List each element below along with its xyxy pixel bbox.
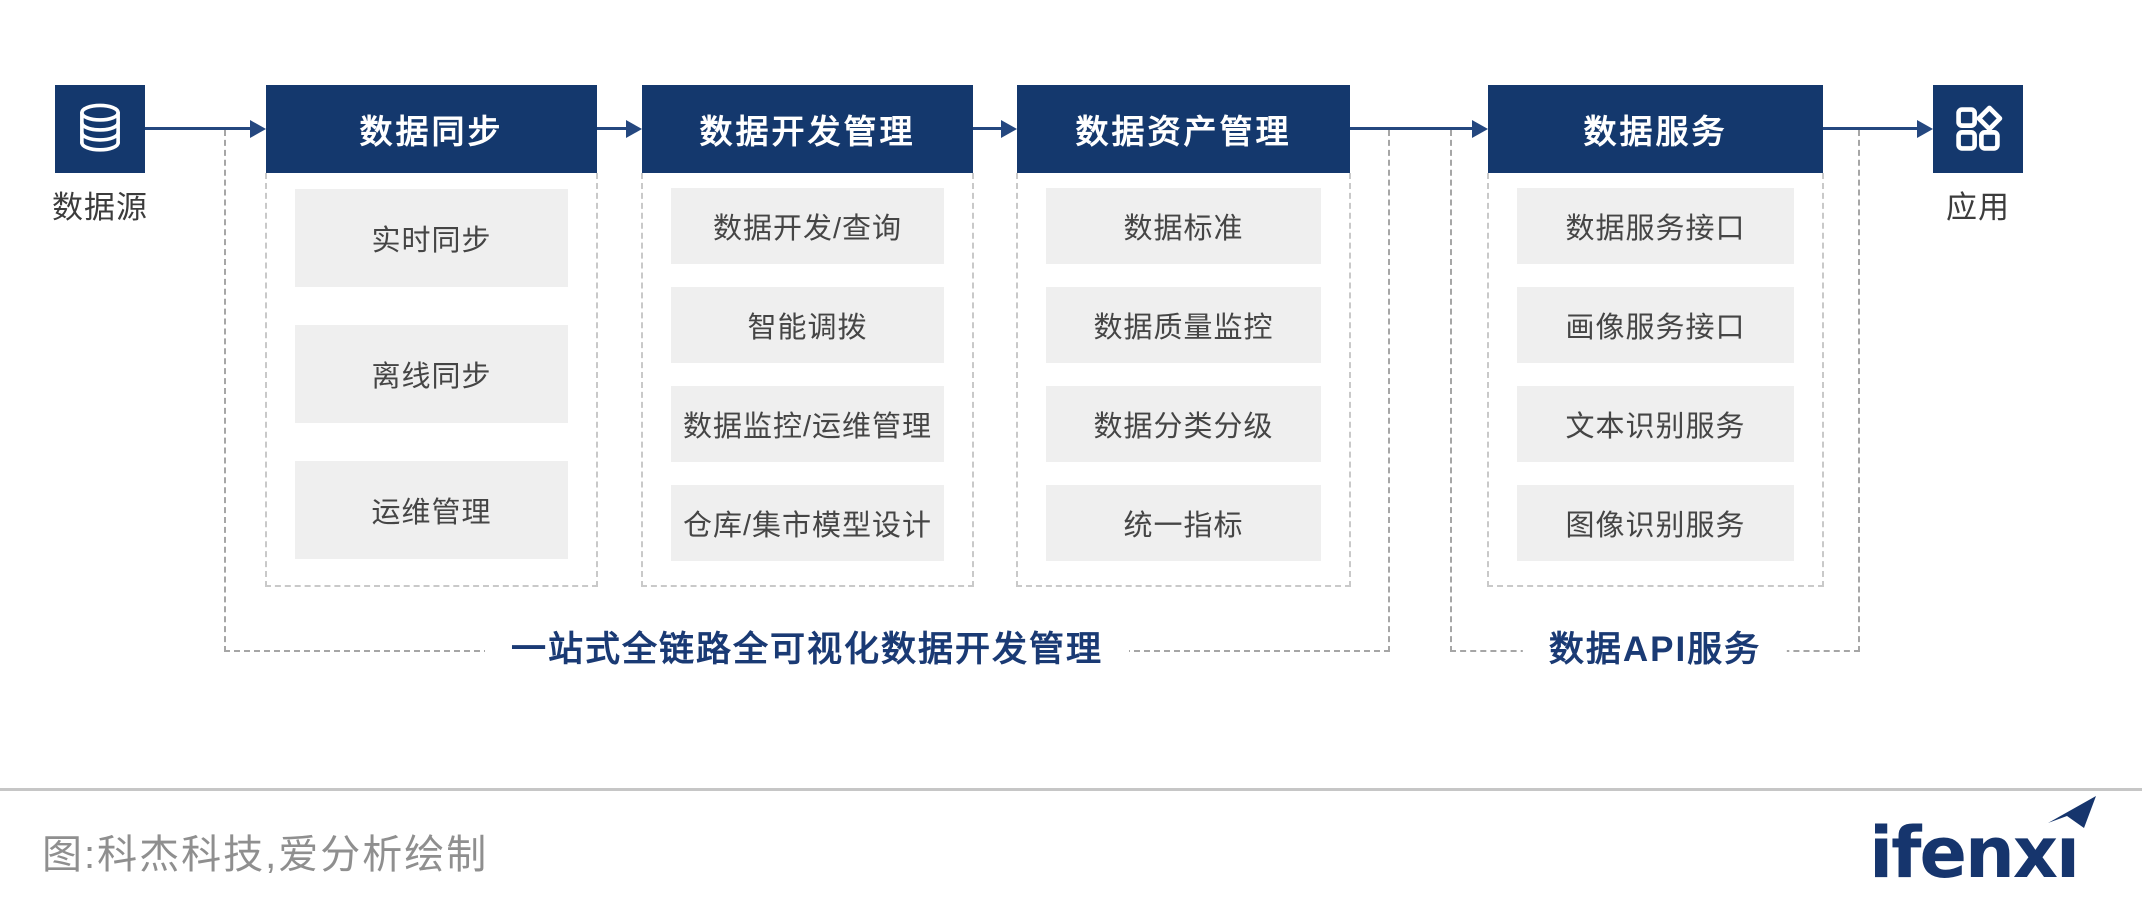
column-item: 运维管理 [295,461,568,559]
column-item: 统一指标 [1046,485,1321,561]
column-item: 数据质量监控 [1046,287,1321,363]
data-source-label: 数据源 [52,190,148,225]
column-header-sync: 数据同步 [266,85,597,173]
column-item: 离线同步 [295,325,568,423]
group-onestop-label: 一站式全链路全可视化数据开发管理 [484,628,1130,672]
column-header-asset: 数据资产管理 [1017,85,1350,173]
logo-arrow-icon [2048,796,2096,828]
group-api-label: 数据API服务 [1522,628,1788,672]
column-item: 数据开发/查询 [671,188,944,264]
flow-arrow-sync-to-dev [597,127,626,130]
flow-arrow-source-to-sync [145,127,250,130]
column-box-asset: 数据标准数据质量监控数据分类分级统一指标 [1016,173,1351,587]
group-onestop-dev-management: 一站式全链路全可视化数据开发管理 [224,130,1390,672]
footer-divider [0,788,2142,791]
database-icon [71,100,129,158]
ifenxi-logo-text: ifenx [1869,812,2058,894]
column-item: 画像服务接口 [1517,287,1794,363]
column-header-dev: 数据开发管理 [642,85,973,173]
column-box-service: 数据服务接口画像服务接口文本识别服务图像识别服务 [1487,173,1824,587]
flow-arrow-asset-to-service [1350,127,1472,130]
column-item: 数据标准 [1046,188,1321,264]
column-box-sync: 实时同步离线同步运维管理 [265,173,598,587]
ifenxi-logo-last-letter: ı [2048,796,2096,894]
flow-arrow-dev-to-asset [973,127,1001,130]
column-item: 智能调拨 [671,287,944,363]
group-data-api-service: 数据API服务 [1450,130,1860,672]
ifenxi-logo: ifenxı [1869,796,2096,894]
column-box-dev: 数据开发/查询智能调拨数据监控/运维管理仓库/集市模型设计 [641,173,974,587]
column-item: 图像识别服务 [1517,485,1794,561]
app-node [1933,85,2023,173]
column-item: 文本识别服务 [1517,386,1794,462]
app-label: 应用 [1946,190,2010,225]
app-grid-icon [1951,102,2005,156]
column-item: 实时同步 [295,189,568,287]
figure-caption: 图:科杰科技,爱分析绘制 [42,833,489,877]
flow-arrow-service-to-app [1823,127,1917,130]
column-item: 数据服务接口 [1517,188,1794,264]
column-header-service: 数据服务 [1488,85,1823,173]
column-item: 仓库/集市模型设计 [671,485,944,561]
data-source-node [55,85,145,173]
column-item: 数据分类分级 [1046,386,1321,462]
column-item: 数据监控/运维管理 [671,386,944,462]
